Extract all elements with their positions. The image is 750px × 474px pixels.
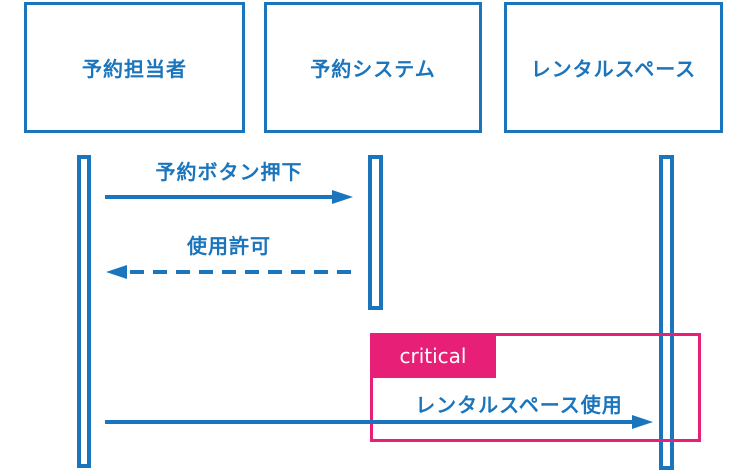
actor-label: 予約システム [310, 57, 436, 81]
lifeline-bar-rental-space [659, 155, 674, 470]
message-arrow-solid-right [105, 190, 353, 204]
lifeline-bar-reservation-staff [77, 155, 91, 468]
message-label-usage-permission: 使用許可 [187, 234, 271, 258]
message-arrow-dashed-left [106, 265, 352, 279]
lifeline-bar-reservation-system [368, 155, 383, 310]
actor-label: レンタルスペース [530, 57, 697, 81]
message-label-press-reserve-button: 予約ボタン押下 [155, 160, 303, 184]
critical-fragment-operator-label: critical [370, 333, 496, 378]
actor-box-reservation-staff: 予約担当者 [24, 2, 245, 133]
actor-label: 予約担当者 [82, 57, 187, 81]
critical-fragment-frame [370, 333, 701, 442]
message-label-use-rental-space: レンタルスペース使用 [415, 393, 623, 417]
message-arrow-solid-right-long [105, 415, 653, 429]
actor-box-reservation-system: 予約システム [264, 2, 482, 133]
actor-box-rental-space: レンタルスペース [504, 2, 723, 133]
